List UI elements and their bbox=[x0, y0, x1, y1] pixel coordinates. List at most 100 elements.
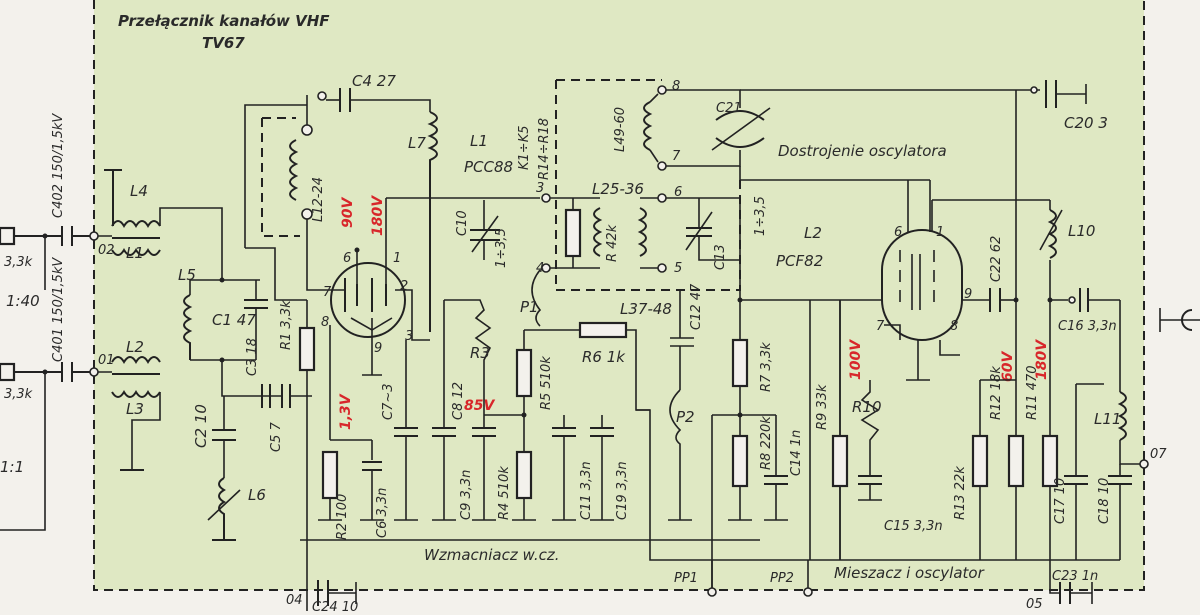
coil-l12-label: L12-24 bbox=[311, 177, 326, 222]
cap-c19-label: C19 3,3n bbox=[615, 461, 630, 520]
tube-l1-name: L1 bbox=[470, 132, 488, 150]
cap-c13-range: 1÷3,5 bbox=[753, 196, 768, 236]
resistor-r8 bbox=[731, 434, 749, 488]
cap-c5-label: C5 7 bbox=[269, 422, 284, 452]
tuner-enclosure-border bbox=[93, 0, 1145, 591]
mixer-grid-circuit: R7 3,3k R8 220k C14 1n bbox=[711, 290, 870, 590]
cap-c402-label: C402 150/1,5kV bbox=[51, 113, 66, 218]
test-point-pp2 bbox=[803, 587, 813, 597]
coil-l2-label: L2 bbox=[126, 338, 144, 356]
cap-c21-label: C21 bbox=[716, 101, 742, 116]
tube-l2-name: L2 bbox=[804, 224, 822, 242]
title-line1: Przełącznik kanałów VHF bbox=[118, 12, 330, 30]
section-mixer-label: Mieszacz i oscylator bbox=[834, 564, 985, 582]
voltage-1-3v: 1,3V bbox=[338, 393, 354, 430]
resistor-r7-label: R7 3,3k bbox=[759, 342, 774, 392]
tube-l1-type: PCC88 bbox=[464, 158, 513, 176]
terminal-02-label: 02 bbox=[98, 243, 115, 258]
cap-c2-label: C2 10 bbox=[192, 404, 210, 448]
terminal-01 bbox=[89, 367, 99, 377]
switch-contacts-k: K1÷K5 bbox=[517, 126, 532, 170]
tube-l1-pin7: 7 bbox=[323, 285, 332, 300]
input-ratio2-label: 1:1 bbox=[0, 458, 24, 476]
mixer-screen-circuit: R9 33k 100V R10 C15 3,3n bbox=[815, 300, 943, 560]
voltage-100v: 100V bbox=[848, 339, 864, 380]
tube-l1-pcc88: 6 1 7 8 2 3 9 L1 PCC88 90V 180V bbox=[321, 132, 540, 376]
tube-l1-pin1: 1 bbox=[393, 251, 401, 266]
cap-c17-label: C17 10 bbox=[1053, 478, 1068, 524]
cap-c18-label: C18 10 bbox=[1097, 478, 1112, 524]
cap-c9-label: C9 3,3n bbox=[459, 470, 474, 520]
switch-pin8: 8 bbox=[672, 79, 680, 94]
resistor-r13 bbox=[971, 434, 989, 488]
cap-c7-label: C7~3 bbox=[381, 383, 396, 420]
test-point-pp1-label: PP1 bbox=[674, 571, 698, 586]
resistor-switch-42k bbox=[564, 208, 582, 258]
resistor-r6-label: R6 1k bbox=[582, 348, 626, 366]
input-tank-l5-c1: L5 C1 47 C2 10 L6 C3 18 C5 7 bbox=[178, 266, 312, 541]
tube-l1-pin3: 3 bbox=[405, 329, 413, 344]
coil-l5-label: L5 bbox=[178, 266, 196, 284]
tube-l2-pin9: 9 bbox=[964, 287, 972, 302]
resistor-r13-label: R13 22k bbox=[953, 466, 968, 520]
rf-amp-cathode: R2 100 C6 3,3n 1,3V C7~3 C8 12 C9 3,3n 8… bbox=[318, 299, 554, 540]
cap-c14-label: C14 1n bbox=[789, 430, 804, 476]
coil-l3-label: L3 bbox=[126, 400, 144, 418]
tube-l2-pin1: 1 bbox=[936, 225, 944, 240]
osc-tuning-label: Dostrojenie oscylatora bbox=[778, 142, 947, 160]
section-rf-amp-label: Wzmacniacz w.cz. bbox=[424, 546, 559, 564]
tuner-panel bbox=[94, 0, 1144, 590]
coil-l10-label: L10 bbox=[1068, 222, 1095, 240]
input-transformers: L4 L1 L2 L3 bbox=[98, 169, 223, 471]
cap-c15-label: C15 3,3n bbox=[884, 519, 943, 534]
resistor-r9-label: R9 33k bbox=[815, 384, 830, 430]
cap-c8-label: C8 12 bbox=[451, 382, 466, 420]
cap-c22-label: C22 62 bbox=[989, 236, 1004, 282]
terminal-04-label: 04 bbox=[286, 593, 303, 608]
resistor-r11-label: R11 470 bbox=[1025, 365, 1040, 420]
grid-circuit-l1: R1 3,3k L12-24 C4 27 L7 bbox=[244, 72, 438, 540]
title-line2: TV67 bbox=[202, 34, 245, 52]
resistor-r1-label: R1 3,3k bbox=[279, 300, 294, 350]
terminal-05-label: 05 bbox=[1026, 597, 1043, 611]
resistor-r4-label: R4 510k bbox=[497, 466, 512, 520]
resistor-r8-label: R8 220k bbox=[759, 416, 774, 470]
tube-l1-pin6: 6 bbox=[343, 251, 351, 266]
cap-c20-label: C20 3 bbox=[1064, 114, 1108, 132]
tube-l2-pin8: 8 bbox=[950, 319, 958, 334]
switch-pin3: 3 bbox=[536, 181, 544, 196]
resistor-r2-label: R2 100 bbox=[335, 494, 350, 540]
test-point-pp1 bbox=[707, 587, 717, 597]
voltage-90v: 90V bbox=[340, 197, 356, 228]
terminal-02 bbox=[89, 231, 99, 241]
input-resistor-top-label: 3,3k bbox=[4, 255, 33, 270]
input-ratio-label: 1:40 bbox=[6, 292, 40, 310]
mixer-output-circuit: C22 62 R12 18k 60V R13 22k R11 470 180V … bbox=[953, 90, 1200, 560]
resistor-r12 bbox=[1007, 434, 1025, 488]
coil-l11-label: L11 bbox=[1094, 410, 1121, 428]
cap-c10-label: C10 bbox=[455, 210, 470, 236]
cap-c1-label: C1 47 bbox=[212, 311, 256, 329]
cap-c16-label: C16 3,3n bbox=[1058, 319, 1117, 334]
terminal-07-label: 07 bbox=[1150, 447, 1167, 462]
tube-l2-pin7: 7 bbox=[876, 319, 885, 334]
tube-l1-pin9: 9 bbox=[374, 341, 382, 356]
cap-c12-label: C12 47 bbox=[689, 283, 704, 330]
voltage-85v: 85V bbox=[464, 398, 495, 414]
voltage-180v-l2: 180V bbox=[1034, 339, 1050, 380]
antenna-input: 3,3k 3,3k 1:40 1:1 02 01 C402 150/1,5kV … bbox=[0, 113, 115, 531]
resistor-r2 bbox=[321, 450, 339, 500]
switch-contacts-r: R14÷R18 bbox=[537, 118, 552, 180]
resistor-r5 bbox=[515, 348, 533, 398]
coil-l4-label: L4 bbox=[130, 182, 148, 200]
bottom-rails: Wzmacniacz w.cz. Mieszacz i oscylator PP… bbox=[286, 409, 1120, 615]
resistor-r7 bbox=[731, 338, 749, 388]
cap-c3-label: C3 18 bbox=[245, 338, 260, 376]
choke-p2-label: P2 bbox=[676, 408, 695, 426]
resistor-r5-label: R5 510k bbox=[539, 356, 554, 410]
switch-pin7: 7 bbox=[672, 149, 681, 164]
switch-pin6: 6 bbox=[674, 185, 682, 200]
choke-p1-label: P1 bbox=[520, 298, 539, 316]
cap-c11-label: C11 3,3n bbox=[579, 461, 594, 520]
